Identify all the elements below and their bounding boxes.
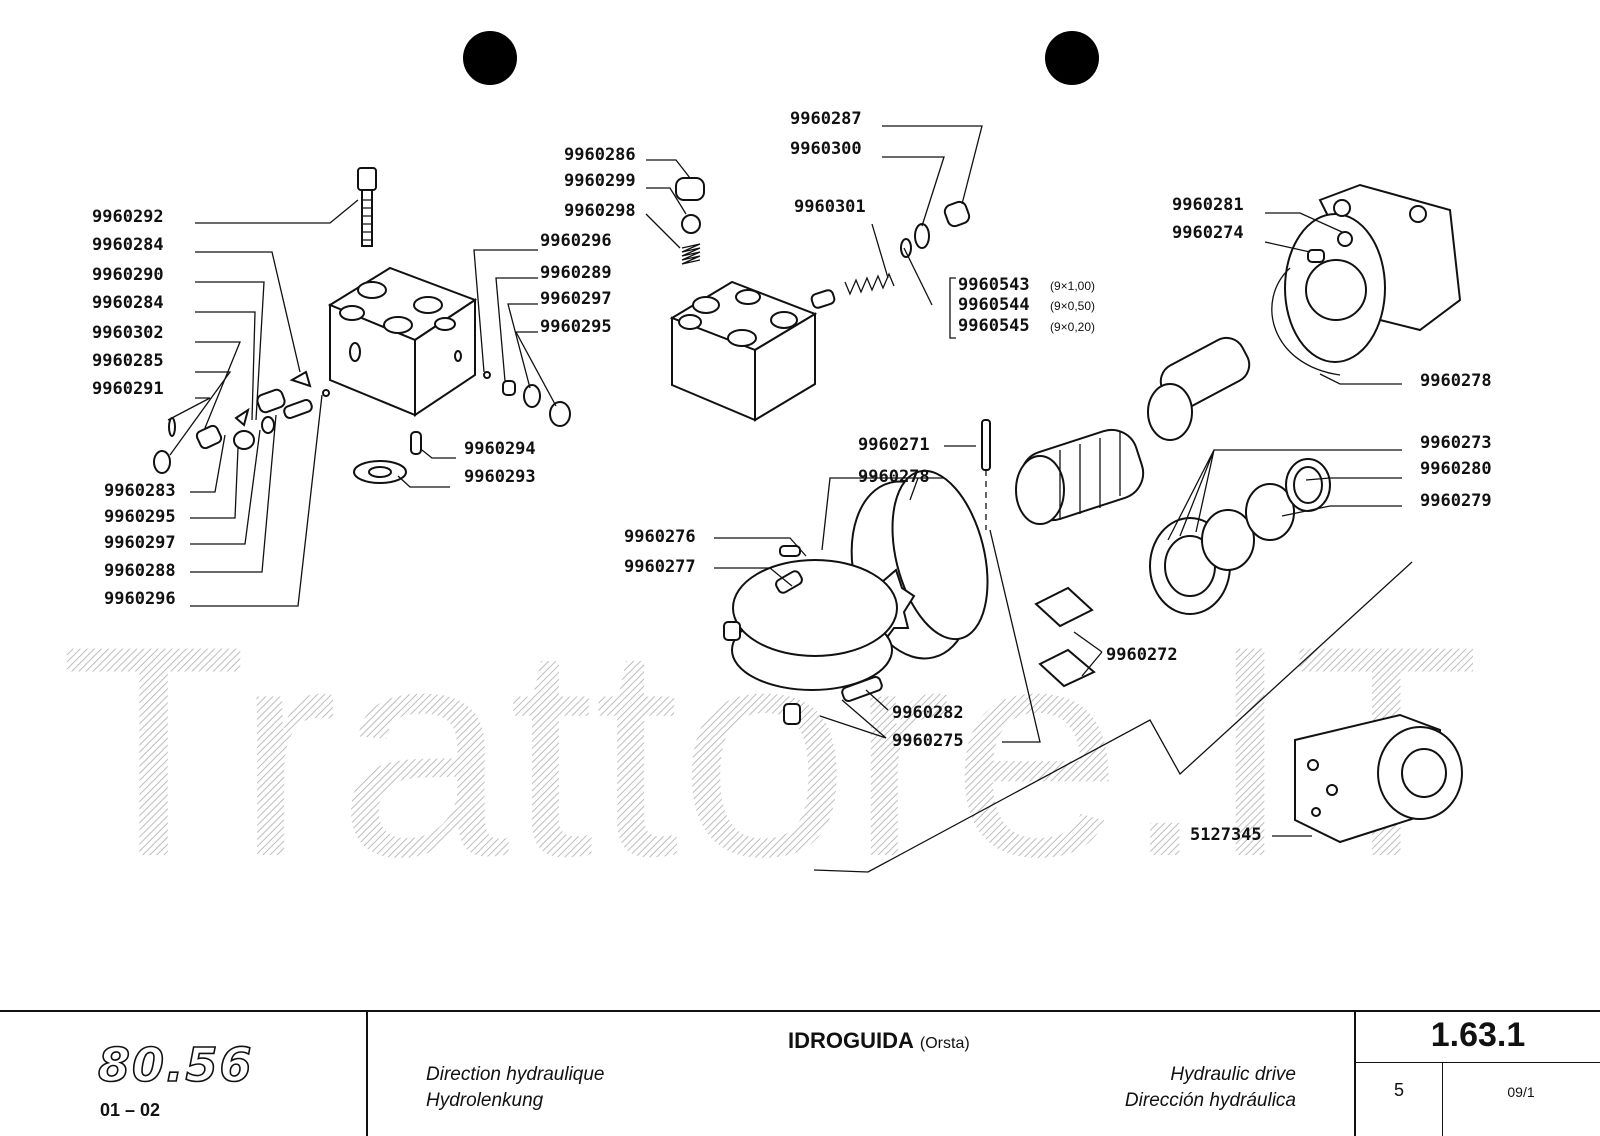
complete-unit-5127345 xyxy=(1294,713,1463,844)
callout-9960292: 9960292 xyxy=(92,207,164,227)
title-french: Direction hydraulique xyxy=(426,1064,605,1085)
reference-column-divider xyxy=(1442,1062,1443,1136)
model-range: 01 – 02 xyxy=(100,1100,161,1120)
title-spanish: Dirección hydráulica xyxy=(1124,1090,1296,1111)
section-reference: 1.63.1 xyxy=(1430,1016,1526,1054)
callout-9960283: 9960283 xyxy=(104,481,176,501)
reference-cell: 1.63.1 5 09/1 xyxy=(1356,1012,1600,1136)
callout-9960301: 9960301 xyxy=(794,197,866,217)
exploded-parts-diagram: Trattore.IT xyxy=(60,31,1492,919)
callout-9960294: 9960294 xyxy=(464,439,536,459)
callout-9960281: 9960281 xyxy=(1172,195,1244,215)
spring-and-plug-9960301 xyxy=(810,200,971,309)
callout-9960300: 9960300 xyxy=(790,139,862,159)
callout-9960298: 9960298 xyxy=(564,201,636,221)
steering-housing xyxy=(1271,183,1462,376)
bearing-and-seals xyxy=(1149,458,1331,615)
shim-bracket xyxy=(949,277,956,339)
callout-9960280: 9960280 xyxy=(1420,459,1492,479)
callout-frame xyxy=(813,561,1413,873)
spool-and-sleeve xyxy=(1015,336,1251,525)
middle-valve-block xyxy=(669,280,818,422)
callout-9960275: 9960275 xyxy=(892,731,964,751)
brake-pads-9960272 xyxy=(1034,586,1096,688)
callout-labels: 9960292 9960284 9960290 9960284 9960302 … xyxy=(92,109,1492,845)
bolt-9960292 xyxy=(357,167,377,247)
callout-9960296-a: 9960296 xyxy=(104,589,176,609)
leader-lines xyxy=(167,125,1402,837)
model-cell: 80.56 01 – 02 xyxy=(0,1012,368,1136)
callout-9960544: 9960544 xyxy=(958,295,1030,315)
callout-9960278-a: 9960278 xyxy=(1420,371,1492,391)
title-text: IDROGUIDA xyxy=(788,1028,914,1053)
callout-9960282: 9960282 xyxy=(892,703,964,723)
shim-size-2: (9×0,50) xyxy=(1050,299,1095,313)
callout-9960285: 9960285 xyxy=(92,351,164,371)
title-subtitle: (Orsta) xyxy=(919,1035,970,1052)
callout-9960543: 9960543 xyxy=(958,275,1030,295)
callout-9960297-a: 9960297 xyxy=(104,533,176,553)
title-block: 80.56 01 – 02 IDROGUIDA (Orsta) Direction… xyxy=(0,1010,1600,1136)
callout-9960295-a: 9960295 xyxy=(104,507,176,527)
callout-9960287: 9960287 xyxy=(790,109,862,129)
callout-9960288: 9960288 xyxy=(104,561,176,581)
spring-and-ball-9960298 xyxy=(675,177,705,265)
rotor-and-plates xyxy=(723,469,989,725)
callout-9960289: 9960289 xyxy=(540,263,612,283)
callout-9960284-a: 9960284 xyxy=(92,235,164,255)
callout-9960272: 9960272 xyxy=(1106,645,1178,665)
shim-size-1: (9×1,00) xyxy=(1050,279,1095,293)
callout-9960297-b: 9960297 xyxy=(540,289,612,309)
callout-9960296-b: 9960296 xyxy=(540,231,612,251)
title-english: Hydraulic drive xyxy=(1170,1064,1296,1085)
callout-9960302: 9960302 xyxy=(92,323,164,343)
callout-9960273: 9960273 xyxy=(1420,433,1492,453)
binder-hole-left xyxy=(463,31,517,85)
page-number: 5 xyxy=(1393,1080,1404,1100)
callout-9960545: 9960545 xyxy=(958,316,1030,336)
callout-9960276: 9960276 xyxy=(624,527,696,547)
model-logo: 80.56 xyxy=(97,1037,254,1093)
callout-9960278-b: 9960278 xyxy=(858,467,930,487)
callout-9960279: 9960279 xyxy=(1420,491,1492,511)
callout-9960277: 9960277 xyxy=(624,557,696,577)
revision-date: 09/1 xyxy=(1507,1084,1535,1100)
callout-5127345: 5127345 xyxy=(1190,825,1262,845)
callout-9960293: 9960293 xyxy=(464,467,536,487)
description-cell: IDROGUIDA (Orsta) Direction hydraulique H… xyxy=(368,1012,1356,1136)
left-valve-block xyxy=(327,266,478,417)
page-title: IDROGUIDA (Orsta) xyxy=(788,1028,970,1054)
callout-9960286: 9960286 xyxy=(564,145,636,165)
callout-9960291: 9960291 xyxy=(92,379,164,399)
callout-9960271: 9960271 xyxy=(858,435,930,455)
title-german: Hydrolenkung xyxy=(426,1090,544,1111)
callout-9960274: 9960274 xyxy=(1172,223,1244,243)
callout-9960299: 9960299 xyxy=(564,171,636,191)
callout-9960295-b: 9960295 xyxy=(540,317,612,337)
pin-9960271 xyxy=(981,419,991,530)
reference-divider xyxy=(1356,1062,1600,1136)
small-parts-left xyxy=(153,370,571,484)
callout-9960284-b: 9960284 xyxy=(92,293,164,313)
callout-9960290: 9960290 xyxy=(92,265,164,285)
binder-hole-right xyxy=(1045,31,1099,85)
shim-size-3: (9×0,20) xyxy=(1050,320,1095,334)
